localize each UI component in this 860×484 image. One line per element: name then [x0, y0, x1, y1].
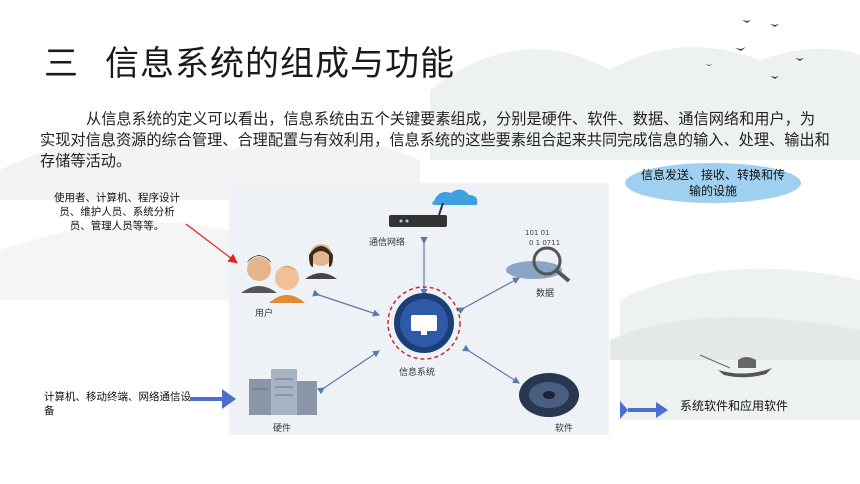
- network-bubble-text: 信息发送、接收、转换和传输的设施: [640, 168, 785, 198]
- software-disc-icon: [519, 373, 579, 417]
- hardware-server-icon: [249, 369, 317, 415]
- boat-icon: [699, 354, 772, 378]
- hardware-label: 硬件: [273, 424, 292, 434]
- users-note: 使用者、计算机、程序设计员、维护人员、系统分析员、管理人员等等。: [54, 192, 180, 232]
- bird-icons: [705, 20, 804, 79]
- users-label: 用户: [255, 309, 274, 319]
- network-router-icon: [389, 189, 478, 227]
- system-diagram: 101 01 0 1 0711: [229, 183, 609, 435]
- center-label: 信息系统: [399, 368, 436, 378]
- software-note: 系统软件和应用软件: [680, 399, 789, 413]
- page-title: 三信息系统的组成与功能: [44, 36, 455, 85]
- network-label: 通信网络: [369, 238, 406, 248]
- information-system-globe-icon: [387, 286, 461, 360]
- users-people-icon: [241, 244, 337, 303]
- diagram-graphics: 101 01 0 1 0711: [241, 189, 579, 417]
- network-bubble: 信息发送、接收、转换和传输的设施: [625, 163, 801, 203]
- intro-paragraph: 从信息系统的定义可以看出，信息系统由五个关键要素组成，分别是硬件、软件、数据、通…: [40, 110, 830, 170]
- hardware-note: 计算机、移动终端、网络通信设备: [44, 391, 191, 417]
- data-magnifier-icon: 101 01 0 1 0711: [506, 229, 571, 283]
- section-number: 三: [44, 44, 79, 84]
- software-label: 软件: [555, 424, 574, 434]
- svg-text:0 1 0711: 0 1 0711: [529, 239, 560, 247]
- data-label: 数据: [536, 289, 555, 299]
- svg-text:101 01: 101 01: [525, 229, 550, 237]
- section-title: 信息系统的组成与功能: [105, 44, 455, 84]
